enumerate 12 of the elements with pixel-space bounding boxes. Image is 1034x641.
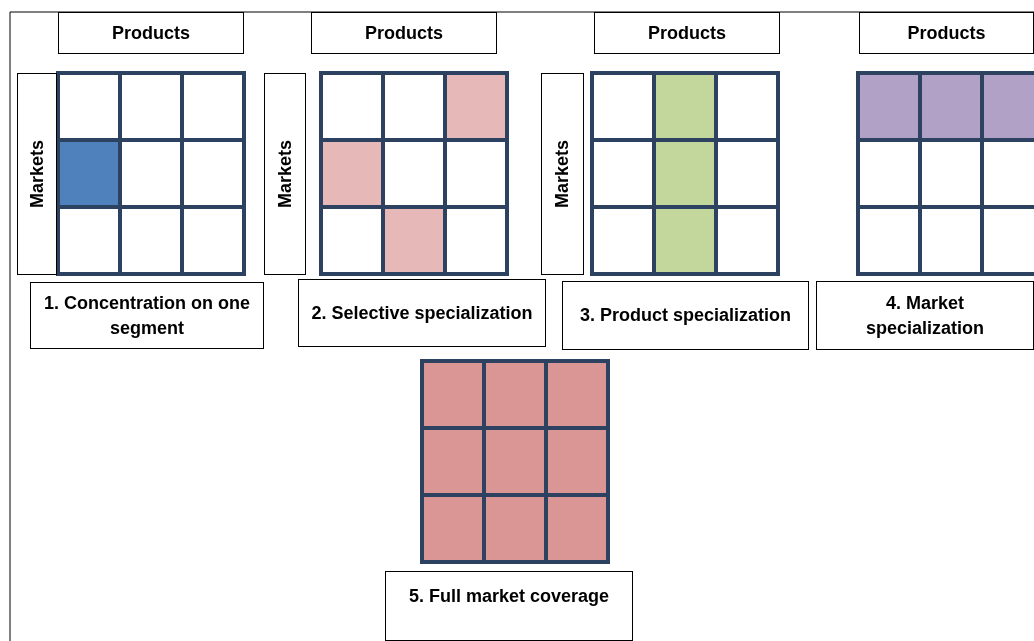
column-header: Products [594,12,780,54]
row-header: Markets [264,73,306,275]
row-header: Markets [17,73,57,275]
caption-box: 2. Selective specialization [298,279,546,347]
column-header: Products [859,12,1034,54]
row-header: Markets [541,73,584,275]
column-header: Products [58,12,244,54]
caption-box: 3. Product specialization [562,281,809,350]
column-header: Products [311,12,497,54]
caption-box: 4. Market specialization [816,281,1034,350]
caption-box: 5. Full market coverage [385,571,633,641]
caption-box: 1. Concentration on one segment [30,282,264,349]
